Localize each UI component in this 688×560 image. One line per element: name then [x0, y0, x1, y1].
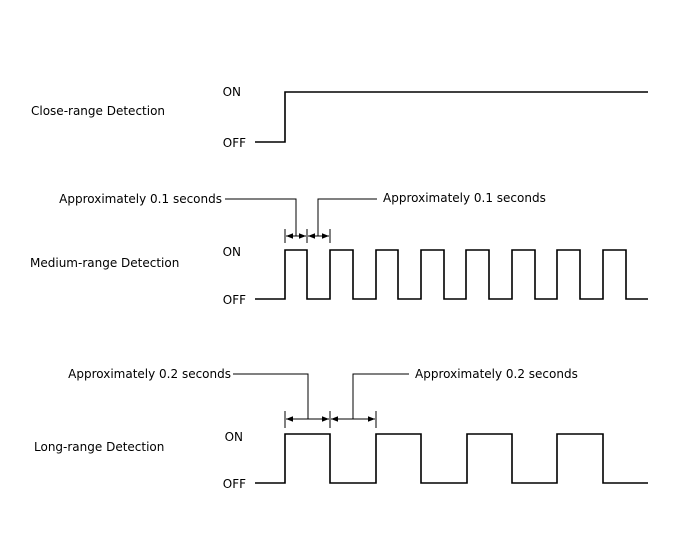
- long-on-label: ON: [225, 430, 243, 444]
- long-off-duration-callout: [331, 373, 409, 428]
- long-range-row: Long-range Detection ON OFF Approximatel…: [34, 367, 648, 491]
- long-on-duration-label: Approximately 0.2 seconds: [68, 367, 231, 381]
- close-range-label: Close-range Detection: [31, 104, 165, 118]
- close-range-row: Close-range Detection ON OFF: [31, 85, 648, 150]
- medium-on-duration-label: Approximately 0.1 seconds: [59, 192, 222, 206]
- close-on-label: ON: [223, 85, 241, 99]
- close-range-waveform: [255, 91, 648, 143]
- long-on-duration-callout: [233, 373, 331, 428]
- medium-range-row: Medium-range Detection ON OFF Approximat…: [30, 191, 648, 307]
- medium-on-label: ON: [223, 245, 241, 259]
- medium-off-label: OFF: [223, 293, 246, 307]
- medium-on-duration-callout: [225, 198, 308, 243]
- long-range-waveform: [255, 433, 648, 484]
- long-off-label: OFF: [223, 477, 246, 491]
- close-off-label: OFF: [223, 136, 246, 150]
- long-off-duration-label: Approximately 0.2 seconds: [415, 367, 578, 381]
- long-range-label: Long-range Detection: [34, 440, 164, 454]
- medium-off-duration-label: Approximately 0.1 seconds: [383, 191, 546, 205]
- medium-range-waveform: [255, 249, 648, 300]
- medium-range-label: Medium-range Detection: [30, 256, 179, 270]
- medium-off-duration-callout: [308, 198, 377, 243]
